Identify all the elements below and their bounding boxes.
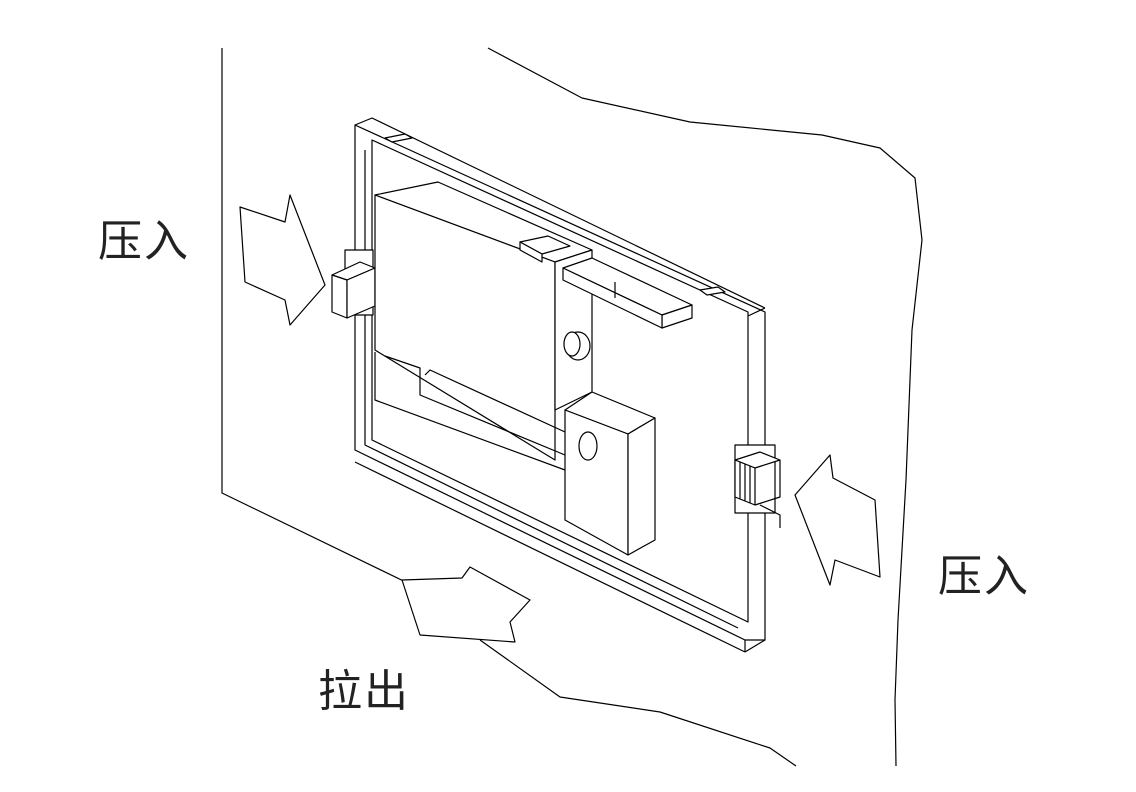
left-clip <box>331 249 376 319</box>
pull-out-arrow <box>401 566 531 643</box>
right-clip <box>734 444 781 528</box>
terminal-block <box>564 391 656 556</box>
module-board <box>374 181 693 471</box>
press-in-label-right: 压入 <box>938 551 1030 602</box>
pull-out-label: 拉出 <box>318 666 410 717</box>
wall-outline <box>221 47 923 767</box>
press-in-arrow-right <box>794 454 881 586</box>
press-in-label-left: 压入 <box>98 216 190 267</box>
press-in-arrow-left <box>239 194 326 326</box>
